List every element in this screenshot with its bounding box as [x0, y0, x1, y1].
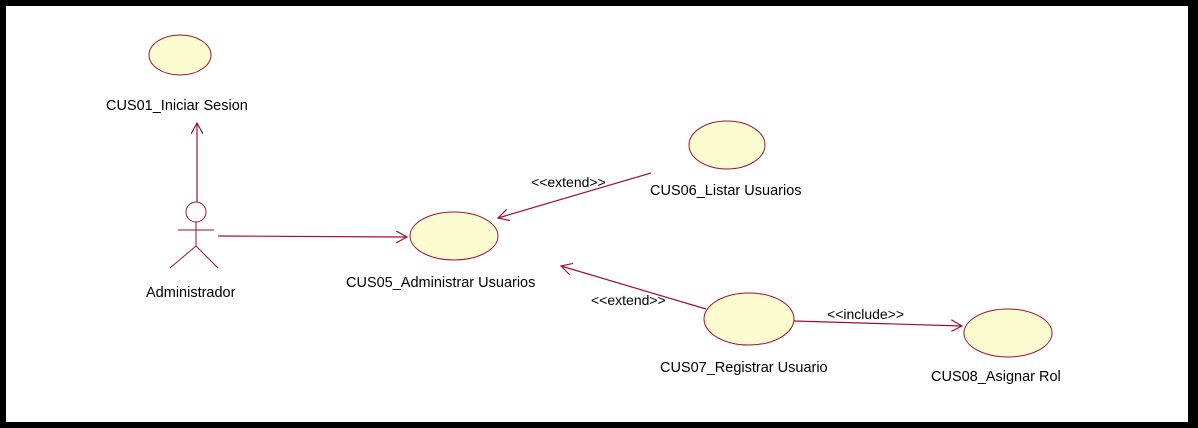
- include-cus07-cus08: [793, 321, 962, 326]
- use-case-cus08-label: CUS08_Asignar Rol: [931, 369, 1061, 385]
- use-case-cus08-ellipse[interactable]: [963, 308, 1053, 358]
- association-actor-cus05: [217, 236, 407, 237]
- use-case-cus05-label: CUS05_Administrar Usuarios: [346, 275, 535, 291]
- extend-cus06-cus05: [498, 172, 652, 218]
- stereotype-include-cus08: <<include>>: [827, 306, 904, 322]
- actor-label: Administrador: [146, 285, 236, 301]
- use-case-cus01-ellipse[interactable]: [148, 34, 212, 76]
- use-case-cus05-ellipse[interactable]: [409, 211, 499, 261]
- use-case-cus07-ellipse[interactable]: [703, 292, 795, 346]
- actor-administrador[interactable]: [169, 201, 219, 269]
- extend-cus07-cus05: [561, 266, 707, 310]
- stereotype-extend-cus06: <<extend>>: [531, 174, 606, 190]
- stereotype-extend-cus07: <<extend>>: [591, 292, 666, 308]
- use-case-cus01-label: CUS01_Iniciar Sesion: [106, 98, 248, 114]
- use-case-cus06-label: CUS06_Listar Usuarios: [650, 183, 802, 199]
- use-case-cus06-ellipse[interactable]: [688, 120, 766, 170]
- actor-head-icon: [185, 201, 207, 223]
- use-case-cus07-label: CUS07_Registrar Usuario: [660, 360, 828, 376]
